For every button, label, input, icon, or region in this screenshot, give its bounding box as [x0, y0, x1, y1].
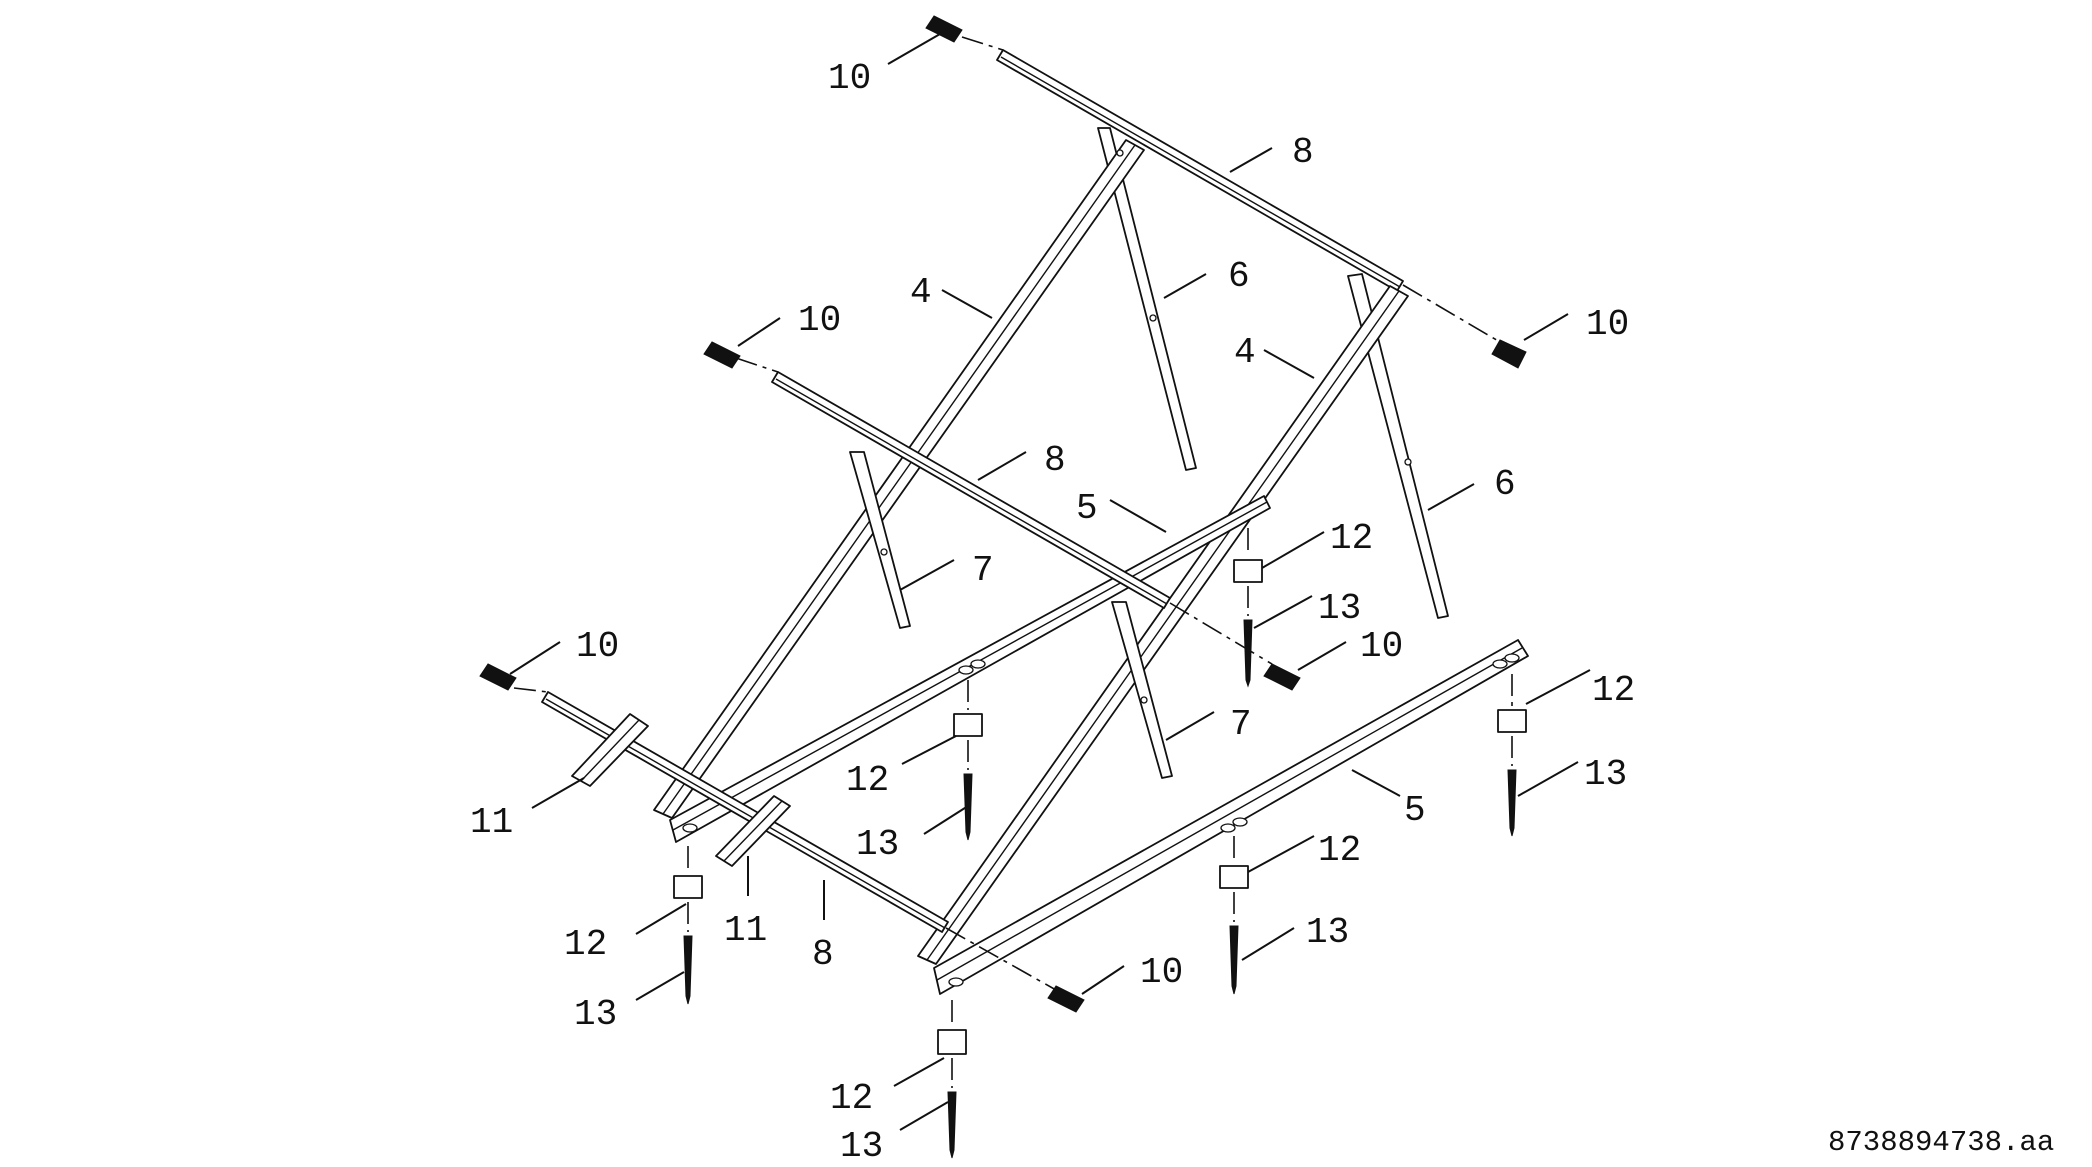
callout-10-left: 10: [576, 626, 619, 667]
callout-8-bottom: 8: [812, 934, 834, 975]
foot-12-f: [937, 1000, 967, 1055]
support-6-right: [1347, 273, 1449, 619]
callout-12-d: 12: [1318, 830, 1361, 871]
leader-lines: [509, 33, 1591, 1131]
callout-7-left: 7: [972, 550, 994, 591]
connector-10-center: [1263, 663, 1301, 691]
callout-4-left: 4: [910, 272, 932, 313]
support-7-center: [1111, 601, 1173, 779]
callout-12-c: 12: [1592, 670, 1635, 711]
foot-12-b: [953, 680, 983, 737]
callout-labels: 10 8 4 6 10 10 4 8 5 6 12 7 13 10 10 12 …: [470, 58, 1635, 1167]
callout-13-c: 13: [1584, 754, 1627, 795]
stake-13-c: [1507, 736, 1517, 837]
callout-12-b: 12: [846, 760, 889, 801]
callout-4-right: 4: [1234, 332, 1256, 373]
beam-4-right: [917, 285, 1409, 965]
callout-10-top: 10: [828, 58, 871, 99]
callout-12-a: 12: [1330, 518, 1373, 559]
stake-13-e: [683, 902, 693, 1005]
callout-12-f: 12: [830, 1078, 873, 1119]
callout-6-top: 6: [1228, 256, 1250, 297]
connector-10-midleft: [703, 341, 741, 369]
callout-5-right: 5: [1404, 790, 1426, 831]
foot-12-e: [673, 846, 703, 899]
stake-13-d: [1229, 892, 1239, 995]
callout-13-d: 13: [1306, 912, 1349, 953]
callout-13-f: 13: [840, 1126, 883, 1167]
connector-10-left: [479, 663, 517, 691]
callout-10-right: 10: [1586, 304, 1629, 345]
callout-13-b: 13: [856, 824, 899, 865]
stake-13-a: [1243, 586, 1253, 688]
stake-13-b: [963, 740, 973, 841]
callout-11-left: 11: [470, 802, 513, 843]
connector-10-top: [925, 15, 963, 43]
callout-12-e: 12: [564, 924, 607, 965]
base-rail-5-right: [933, 639, 1529, 995]
callout-13-e: 13: [574, 994, 617, 1035]
callout-13-a: 13: [1318, 588, 1361, 629]
callout-5-mid: 5: [1076, 488, 1098, 529]
callout-10-midleft: 10: [798, 300, 841, 341]
support-7-left: [849, 451, 911, 629]
callout-6-right: 6: [1494, 464, 1516, 505]
foot-12-a: [1233, 528, 1263, 583]
support-6-left: [1097, 127, 1197, 471]
handle-11-center: [715, 795, 791, 867]
callout-11-center: 11: [724, 910, 767, 951]
callout-10-center: 10: [1360, 626, 1403, 667]
connector-10-bottom: [1047, 985, 1085, 1013]
stake-13-f: [947, 1058, 957, 1159]
handle-11-left: [571, 713, 649, 787]
callout-8-top: 8: [1292, 132, 1314, 173]
rail-8-mid: [735, 357, 1273, 665]
callout-7-center: 7: [1230, 704, 1252, 745]
callout-8-mid: 8: [1044, 440, 1066, 481]
document-id: 8738894738.aa: [1828, 1126, 2054, 1159]
rail-8-top: [961, 36, 1501, 343]
foot-12-d: [1219, 836, 1249, 889]
foot-12-c: [1497, 674, 1527, 733]
callout-10-bottom: 10: [1140, 952, 1183, 993]
connector-10-right: [1491, 339, 1527, 369]
